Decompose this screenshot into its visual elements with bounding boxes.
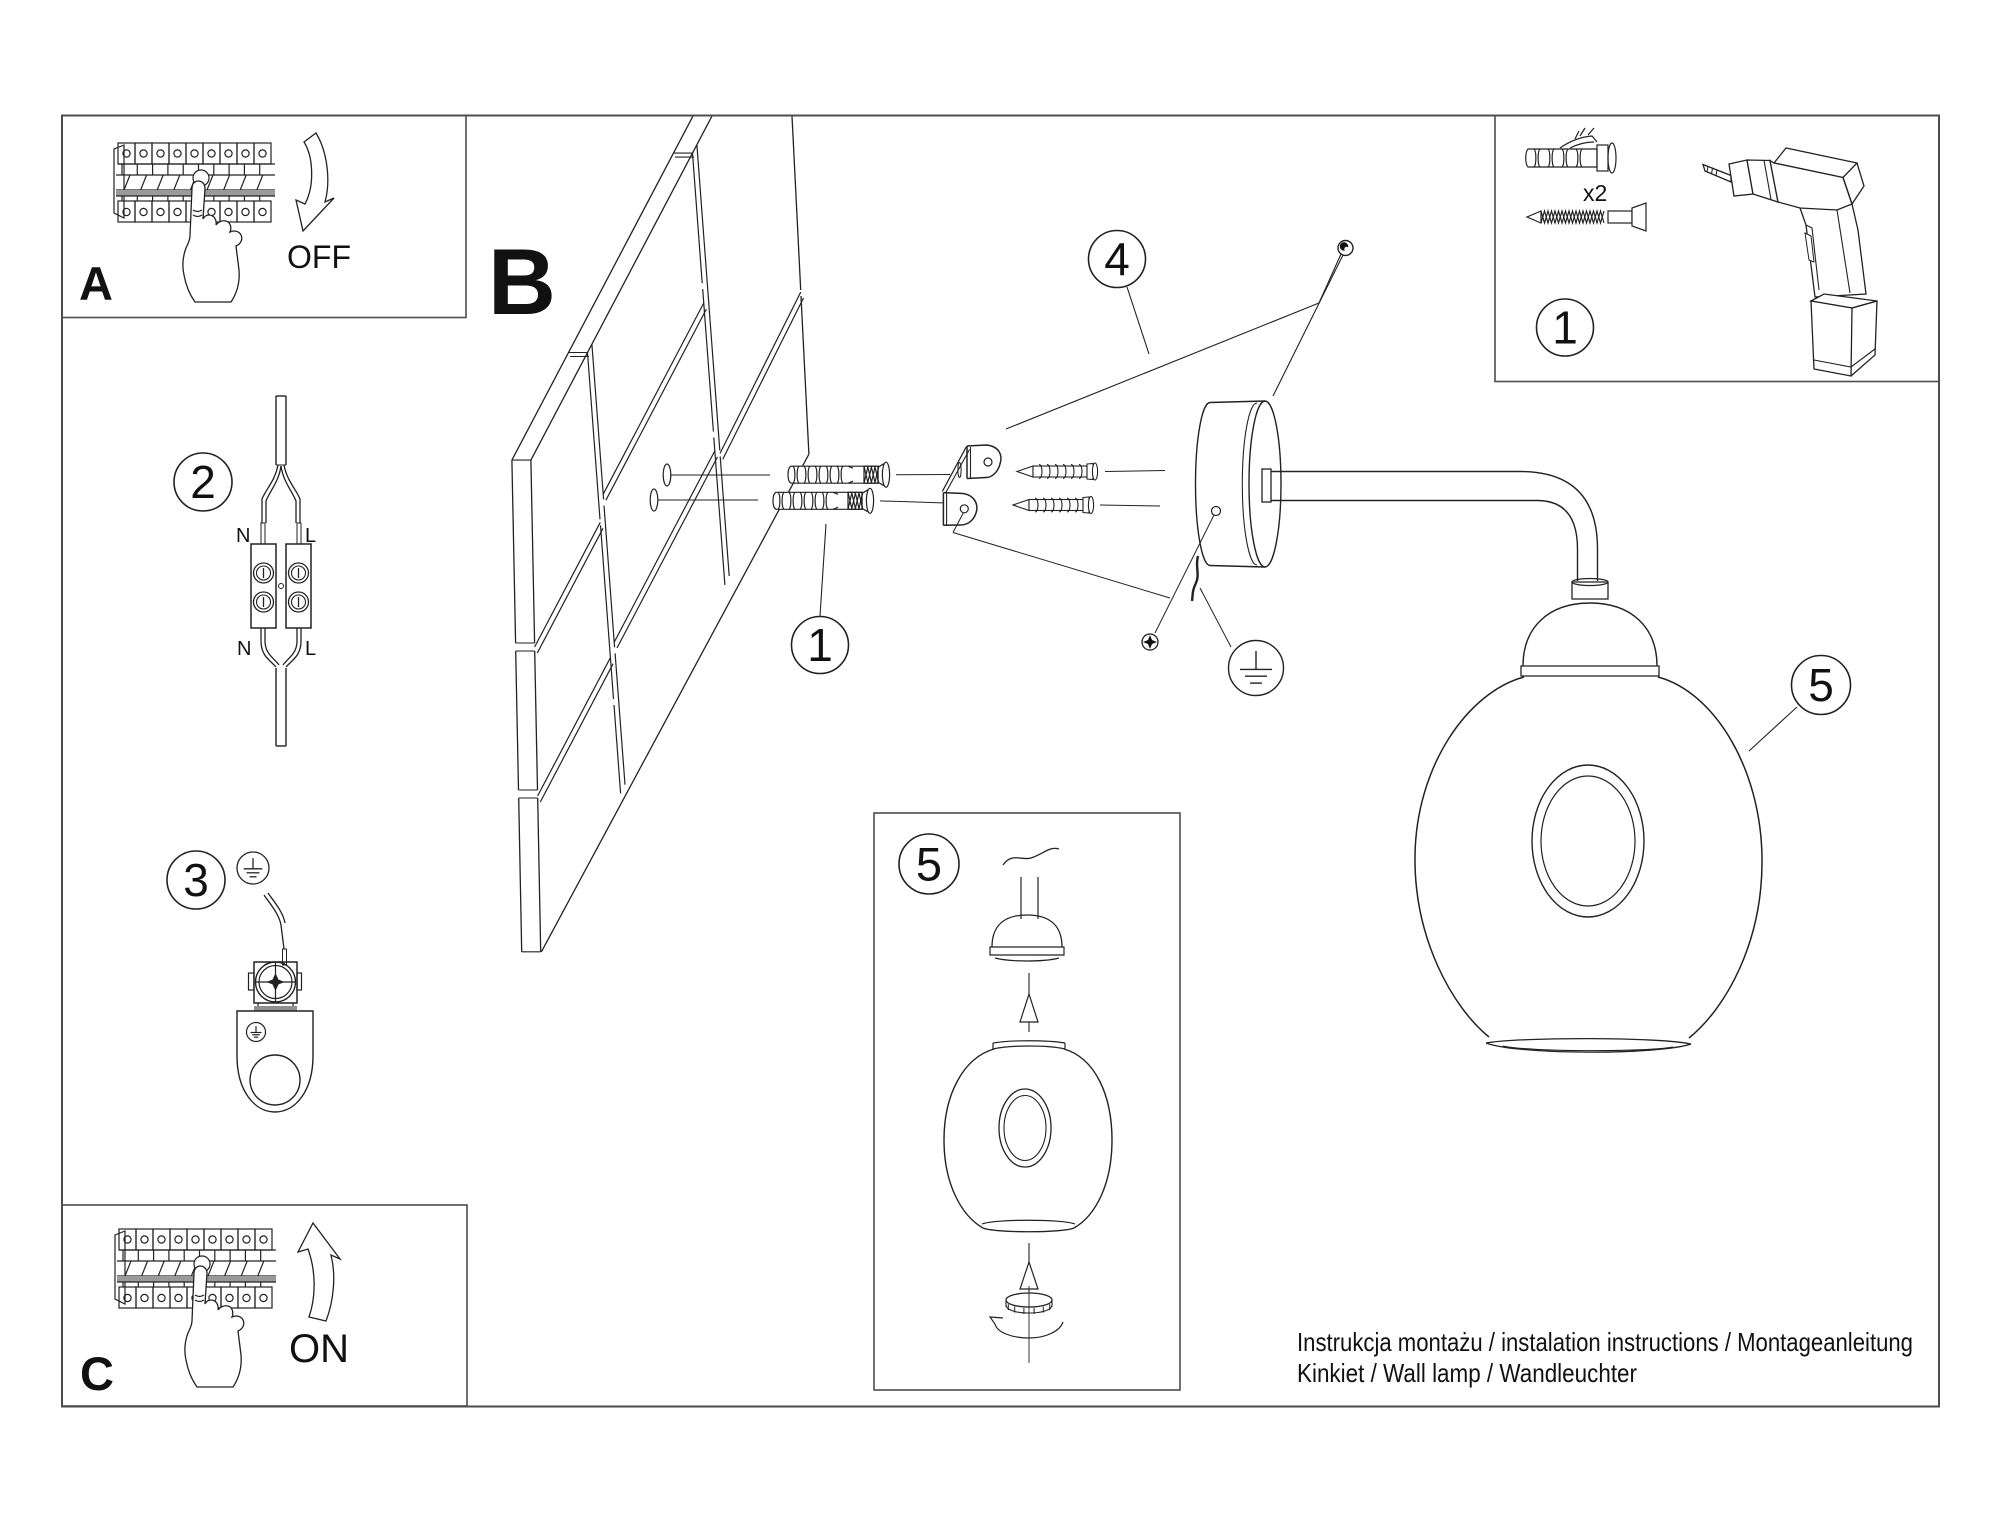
- svg-text:OFF: OFF: [287, 239, 351, 275]
- svg-text:4: 4: [1104, 233, 1130, 285]
- svg-text:1: 1: [1552, 302, 1578, 354]
- svg-text:C: C: [80, 1347, 114, 1400]
- svg-text:L: L: [305, 638, 316, 660]
- svg-text:5: 5: [1808, 659, 1834, 711]
- svg-text:N: N: [236, 525, 250, 547]
- svg-text:2: 2: [190, 456, 216, 508]
- svg-text:L: L: [305, 525, 316, 547]
- svg-text:A: A: [79, 257, 113, 310]
- svg-text:Instrukcja montażu / instalati: Instrukcja montażu / instalation instruc…: [1297, 1327, 1913, 1357]
- svg-text:B: B: [488, 229, 556, 334]
- svg-text:5: 5: [916, 838, 942, 891]
- svg-text:3: 3: [183, 854, 209, 906]
- svg-text:x2: x2: [1583, 180, 1607, 206]
- svg-text:N: N: [237, 638, 251, 660]
- svg-text:Kinkiet / Wall lamp / Wandleuc: Kinkiet / Wall lamp / Wandleuchter: [1297, 1358, 1637, 1388]
- svg-text:1: 1: [807, 619, 833, 671]
- svg-text:ON: ON: [289, 1327, 349, 1371]
